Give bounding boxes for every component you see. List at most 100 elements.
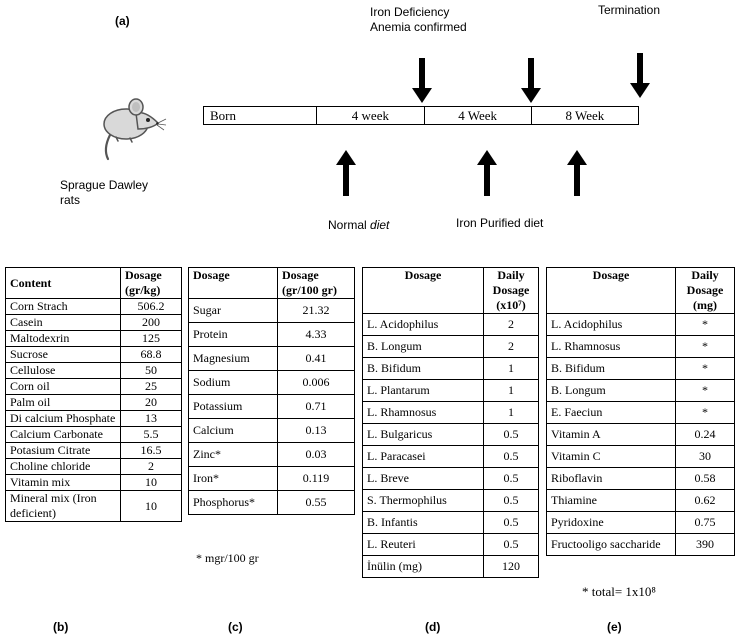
panel-label-b: (b) [53,620,69,634]
panel-label-d: (d) [425,620,441,634]
table-e-header-daily: Daily Dosage (mg) [675,267,735,314]
table-b-cell-label: Di calcium Phosphate [5,410,121,427]
table-c-note: * mgr/100 gr [196,551,259,565]
table-c-cell-value: 0.006 [277,370,355,395]
table-c-cell-value: 0.55 [277,490,355,515]
table-b-cell-value: 506.2 [120,298,182,315]
timeline-born: Born [204,107,318,124]
anemia-label: Iron Deficiency Anemia confirmed [370,5,467,35]
table-d-cell-value: 2 [483,335,539,358]
table-d-cell-value: 0.5 [483,489,539,512]
table-c-cell-label: Sodium [188,370,278,395]
table-b-cell-value: 200 [120,314,182,331]
arrow-down-icon [412,58,432,103]
table-d-cell-value: 0.5 [483,511,539,534]
table-d-cell-value: 2 [483,313,539,336]
table-e-cell-value: * [675,357,735,380]
table-e-note: * total= 1x10⁸ [582,584,656,599]
table-d: Dosage Daily Dosage (x10⁷) L. Acidophilu… [362,267,539,578]
table-e-cell-label: Vitamin A [546,423,676,446]
table-d-cell-label: L. Paracasei [362,445,484,468]
normal-diet-italic: diet [370,218,390,232]
rat-label: Sprague Dawley rats [60,178,149,207]
table-b-cell-label: Sucrose [5,346,121,363]
table-b-header-content: Content [5,267,121,299]
table-b-cell-value: 125 [120,330,182,347]
anemia-label-line2: Anemia confirmed [370,20,467,34]
iron-purified-label: Iron Purified diet [456,216,544,230]
table-e-cell-value: * [675,401,735,424]
table-e: Dosage Daily Dosage (mg) L. Acidophilus*… [546,267,735,556]
table-c-cell-label: Sugar [188,298,278,323]
arrow-up-icon [336,150,356,196]
table-d-cell-value: 0.5 [483,423,539,446]
table-b-cell-value: 10 [120,490,182,522]
table-e-row: L. Rhamnosus* [546,335,735,358]
table-c-cell-value: 0.119 [277,466,355,491]
table-c-cell-label: Protein [188,322,278,347]
table-e-cell-label: E. Faeciun [546,401,676,424]
table-b-cell-label: Calcium Carbonate [5,426,121,443]
table-e-cell-label: Vitamin C [546,445,676,468]
normal-diet-prefix: Normal [328,218,371,232]
arrow-down-icon [630,53,650,98]
table-b-cell-label: Corn Strach [5,298,121,315]
table-e-cell-label: Riboflavin [546,467,676,490]
table-c-cell-label: Zinc* [188,442,278,467]
table-d-header-dosage: Dosage [362,267,484,314]
table-c-cell-value: 4.33 [277,322,355,347]
arrow-up-icon [477,150,497,196]
table-b-cell-label: Corn oil [5,378,121,395]
table-e-cell-value: 390 [675,533,735,556]
table-c-cell-label: Phosphorus* [188,490,278,515]
timeline-segment-2: 4 Week [425,107,532,124]
timeline-bar: Born 4 week 4 Week 8 Week [203,106,639,125]
table-e-cell-value: 0.24 [675,423,735,446]
table-d-cell-value: 0.5 [483,533,539,556]
table-b-cell-value: 13 [120,410,182,427]
table-e-cell-value: 0.62 [675,489,735,512]
termination-label: Termination [598,3,661,17]
arrow-up-icon [567,150,587,196]
table-b-cell-value: 50 [120,362,182,379]
table-e-cell-label: Fructooligo saccharide [546,533,676,556]
table-e-cell-value: 0.58 [675,467,735,490]
table-c-cell-value: 0.03 [277,442,355,467]
table-b-cell-value: 25 [120,378,182,395]
table-c-header-dosage: Dosage [188,267,278,299]
table-c-cell-label: Iron* [188,466,278,491]
table-b-row: Mineral mix (Iron deficient)10 [5,490,182,522]
panel-label-e: (e) [607,620,622,634]
table-c-row: Iron*0.119 [188,466,355,491]
table-e-cell-value: * [675,313,735,336]
table-e-cell-label: B. Bifidum [546,357,676,380]
table-d-row: İnülin (mg)120 [362,555,539,578]
table-d-cell-value: 1 [483,357,539,380]
table-e-cell-label: Pyridoxine [546,511,676,534]
arrow-down-icon [521,58,541,103]
table-e-cell-label: L. Acidophilus [546,313,676,336]
table-e-cell-label: B. Longum [546,379,676,402]
table-c-cell-value: 21.32 [277,298,355,323]
table-d-cell-label: B. Infantis [362,511,484,534]
table-d-cell-label: B. Longum [362,335,484,358]
table-d-cell-label: L. Reuteri [362,533,484,556]
table-d-cell-value: 120 [483,555,539,578]
table-d-cell-value: 0.5 [483,445,539,468]
